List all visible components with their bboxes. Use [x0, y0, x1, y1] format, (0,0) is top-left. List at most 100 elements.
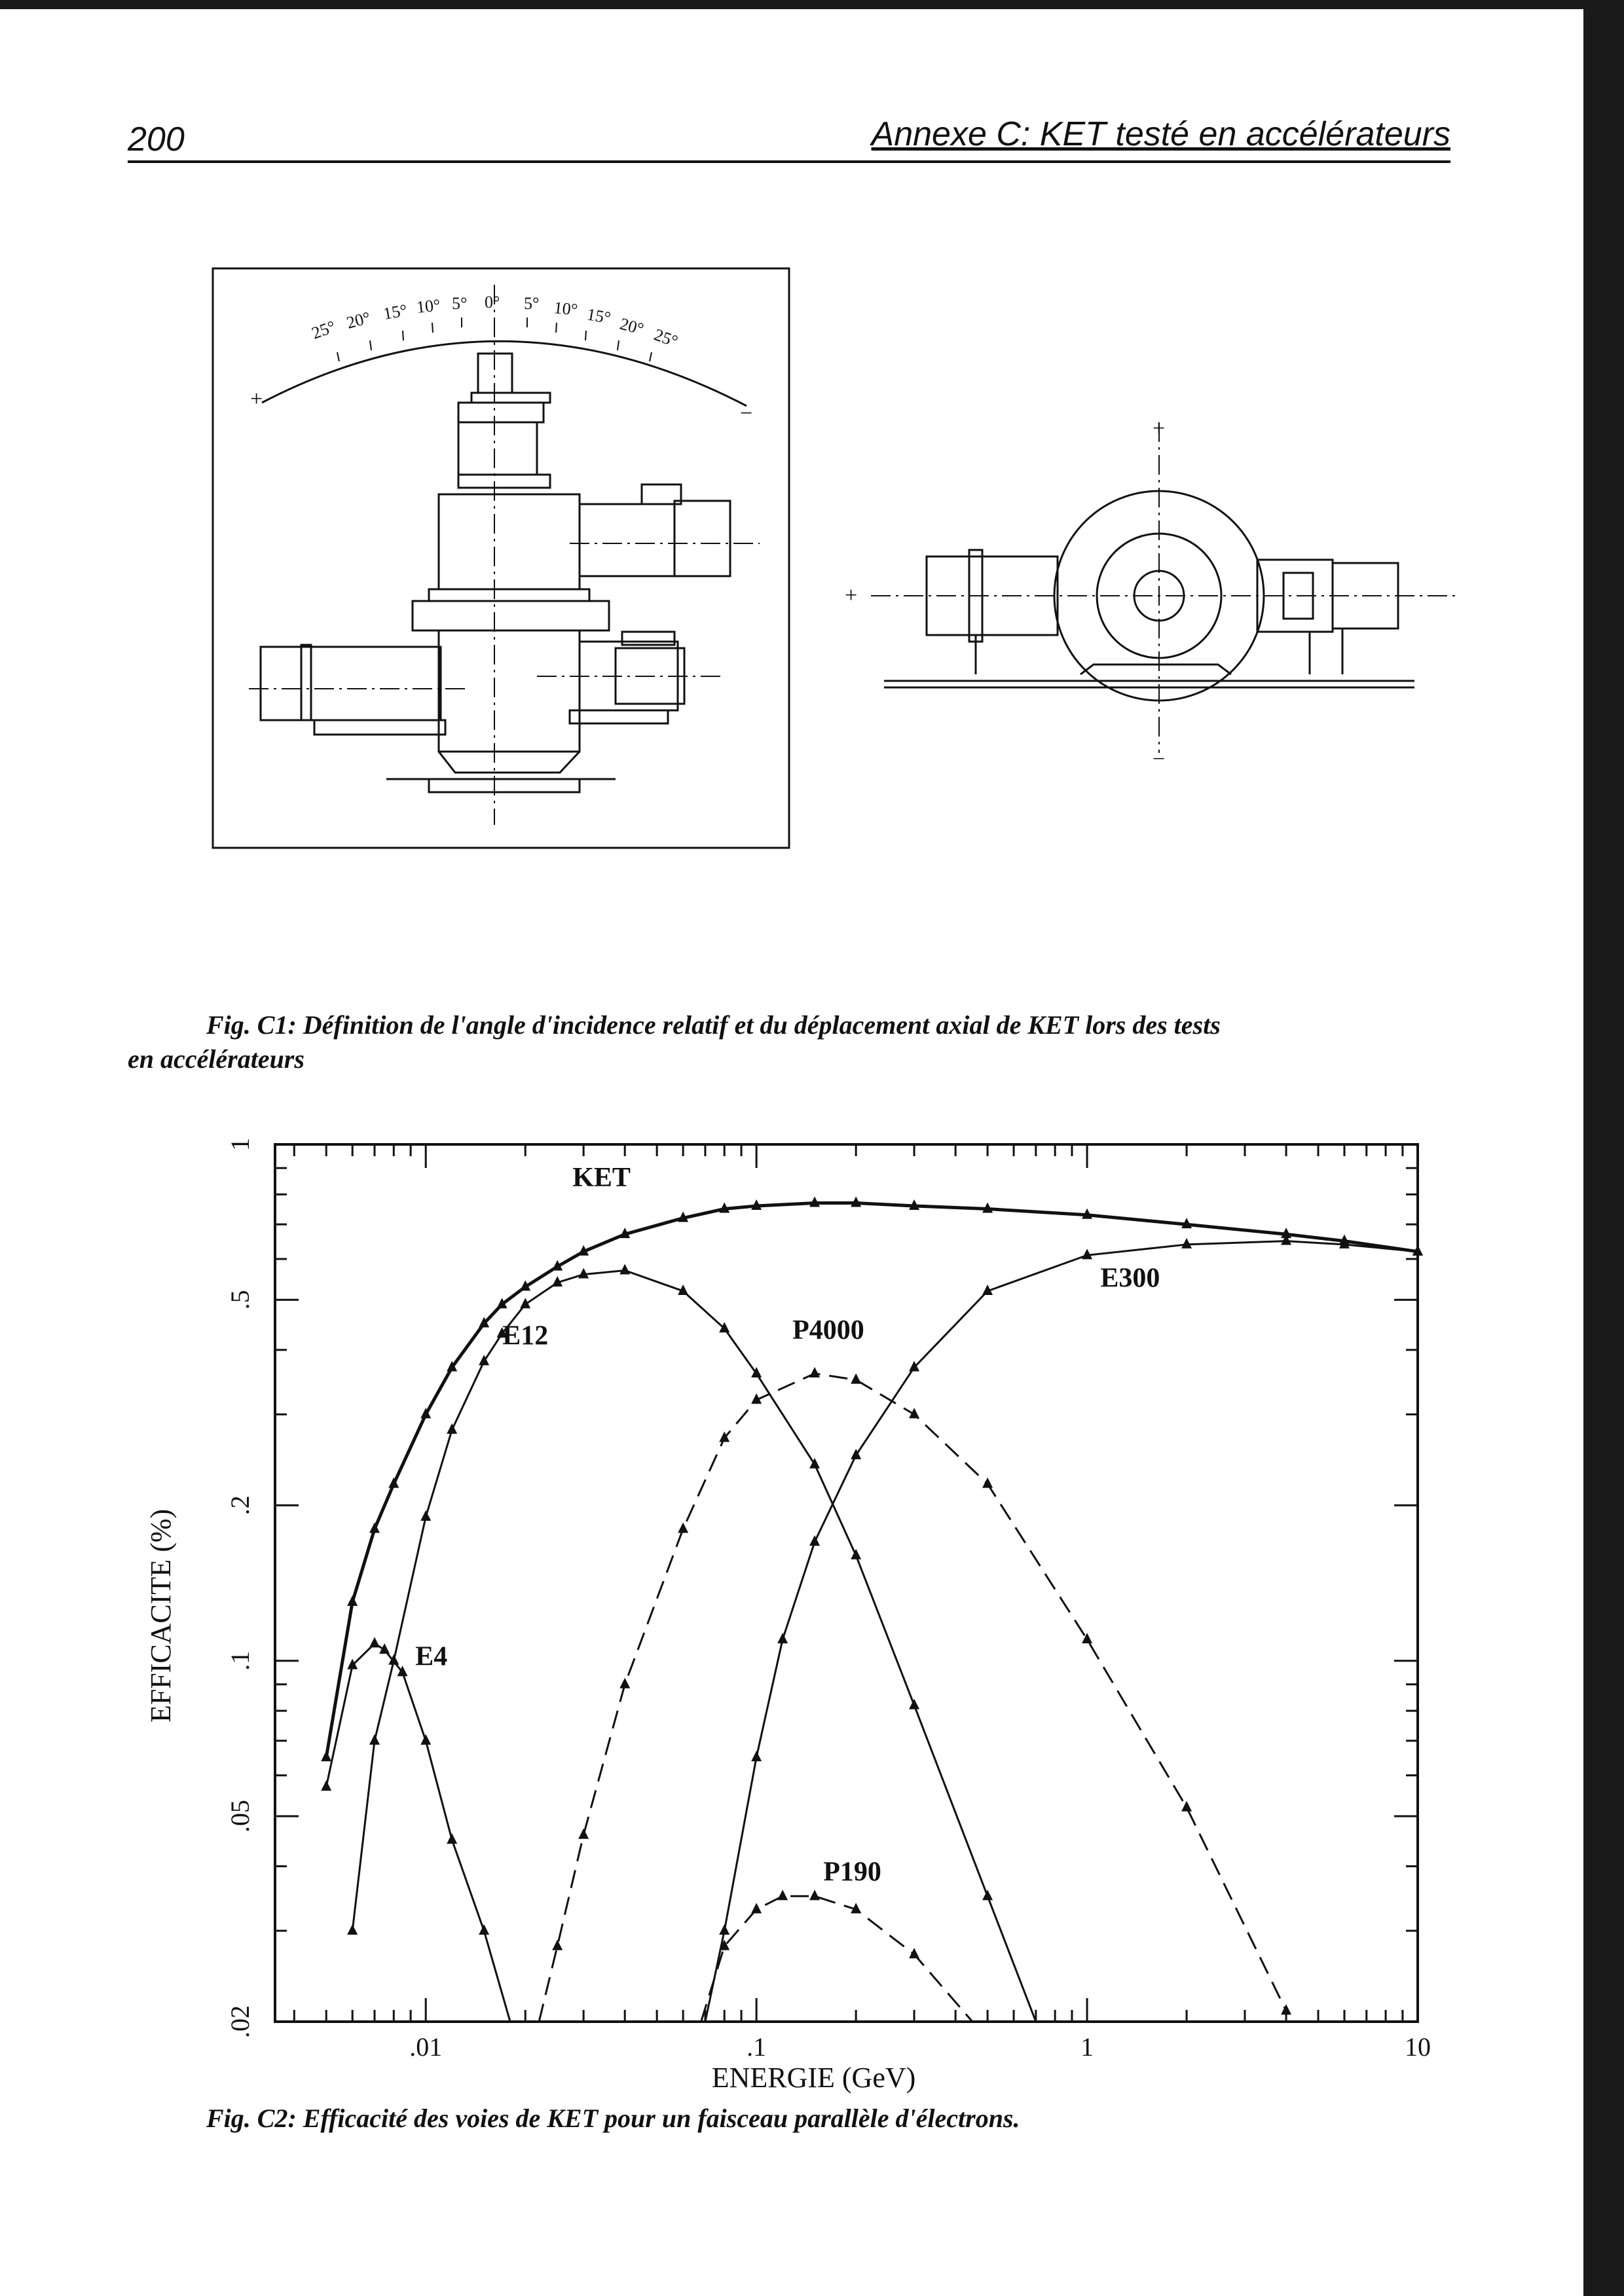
data-point-e4	[321, 1780, 332, 1791]
data-point-e4	[369, 1637, 380, 1648]
data-point-ket	[369, 1522, 380, 1533]
y-tick-label: .02	[225, 2005, 255, 2038]
angle-arc	[261, 340, 747, 407]
page-number: 200	[128, 120, 185, 158]
sign-minus-bottom: −	[1153, 747, 1165, 771]
x-tick-label: 1	[1080, 2032, 1094, 2062]
data-point-e300	[809, 1535, 821, 1546]
data-point-e4	[347, 1658, 358, 1669]
data-point-p4000	[619, 1677, 631, 1688]
data-point-ket	[496, 1298, 507, 1309]
data-point-ket	[909, 1199, 920, 1211]
angle-label-20-left: 20°	[344, 308, 373, 332]
data-point-ket	[678, 1211, 689, 1222]
data-point-e4	[447, 1833, 458, 1844]
series-line-e4	[325, 1642, 511, 2022]
data-point-e12	[388, 1654, 399, 1665]
data-point-e12	[851, 1548, 862, 1559]
figure-c2-caption: Fig. C2: Efficacité des voies de KET pou…	[206, 2104, 1020, 2133]
x-axis-label: ENERGIE (GeV)	[712, 2062, 916, 2094]
figure-c1-caption-line1: Fig. C1: Définition de l'angle d'inciden…	[206, 1010, 1221, 1040]
series-label-ket: KET	[572, 1163, 631, 1193]
sign-minus-left-view: −	[740, 401, 752, 426]
data-point-ket	[1281, 1228, 1292, 1239]
y-tick-label: .1	[225, 1651, 255, 1671]
data-point-e12	[347, 1924, 358, 1935]
y-axis-label: EFFICACITE (%)	[145, 1509, 177, 1722]
data-point-e300	[751, 1751, 762, 1762]
series-line-p190	[700, 1895, 974, 2022]
data-point-e12	[982, 1889, 993, 1901]
data-point-e12	[479, 1355, 490, 1366]
data-point-e12	[496, 1327, 507, 1338]
data-point-ket	[719, 1202, 730, 1213]
data-point-ket	[619, 1228, 631, 1239]
series-line-ket	[324, 1201, 1418, 1758]
data-point-e12	[751, 1366, 762, 1377]
data-point-p4000	[719, 1431, 730, 1442]
data-point-e300	[777, 1633, 788, 1644]
angle-label-5-left: 5°	[452, 294, 467, 313]
angle-label-15-left: 15°	[382, 301, 409, 323]
data-point-ket	[520, 1280, 531, 1291]
left-view-frame	[212, 267, 790, 849]
angle-label-10-right: 10°	[553, 298, 578, 319]
angle-label-25-right: 25°	[652, 325, 680, 351]
data-point-p4000	[1181, 1800, 1192, 1812]
data-point-ket	[347, 1595, 358, 1606]
figure-c1-drawing: 25° 20° 15° 10° 5° 0° 5° 10° 15° 20° 25°…	[212, 267, 1460, 849]
angle-label-10-left: 10°	[416, 295, 441, 317]
series-line-p4000	[538, 1372, 1287, 2022]
document-page	[0, 0, 1583, 2296]
scan-border-top	[0, 0, 1624, 9]
y-tick-label: .2	[225, 1495, 255, 1515]
data-point-p190	[719, 1939, 730, 1950]
sign-plus-right-view: +	[845, 583, 857, 608]
figure-c1-caption-line2: en accélérateurs	[128, 1044, 304, 1074]
angle-label-20-right: 20°	[618, 314, 646, 338]
sign-plus-left-view: +	[250, 387, 263, 411]
data-point-p4000	[678, 1522, 689, 1533]
data-point-p190	[909, 1948, 920, 1959]
sign-plus-top: +	[1153, 416, 1165, 441]
data-point-e300	[1082, 1248, 1093, 1260]
data-point-ket	[420, 1408, 432, 1419]
data-point-e12	[520, 1298, 531, 1309]
data-point-p190	[809, 1889, 821, 1901]
data-point-ket	[447, 1360, 458, 1372]
page-header: 200 Annexe C: KET testé en accélérateurs	[128, 115, 1450, 163]
data-point-p190	[851, 1903, 862, 1914]
data-point-e300	[1338, 1237, 1350, 1248]
data-point-e12	[619, 1264, 631, 1275]
data-point-ket	[479, 1317, 490, 1328]
y-tick-label: 1	[225, 1138, 255, 1151]
data-point-p4000	[552, 1939, 563, 1950]
data-point-ket	[982, 1202, 993, 1213]
data-point-ket	[552, 1260, 563, 1271]
series-label-p190: P190	[823, 1857, 881, 1887]
data-point-e300	[851, 1448, 862, 1459]
data-point-e4	[479, 1924, 490, 1935]
data-point-e4	[379, 1643, 390, 1654]
data-point-e4	[397, 1666, 408, 1677]
data-point-p4000	[909, 1408, 920, 1419]
plot-frame	[274, 1143, 1419, 2023]
data-point-p4000	[1281, 2004, 1292, 2015]
series-label-e300: E300	[1100, 1263, 1160, 1293]
data-point-p4000	[578, 1828, 589, 1839]
data-point-e12	[909, 1698, 920, 1709]
data-point-e300	[982, 1284, 993, 1295]
x-tick-label: 10	[1405, 2032, 1431, 2062]
data-point-e300	[1281, 1234, 1292, 1245]
data-point-ket	[1082, 1208, 1093, 1219]
data-point-p4000	[751, 1393, 762, 1404]
data-point-e12	[578, 1267, 589, 1279]
y-tick-label: .05	[225, 1800, 255, 1832]
series-line-e300	[704, 1240, 1418, 2022]
x-tick-label: .01	[409, 2032, 442, 2062]
scan-border-right	[1583, 0, 1624, 2296]
series-label-e12: E12	[502, 1321, 548, 1351]
data-point-e4	[420, 1734, 432, 1745]
data-point-ket	[578, 1245, 589, 1256]
data-point-p4000	[982, 1477, 993, 1488]
